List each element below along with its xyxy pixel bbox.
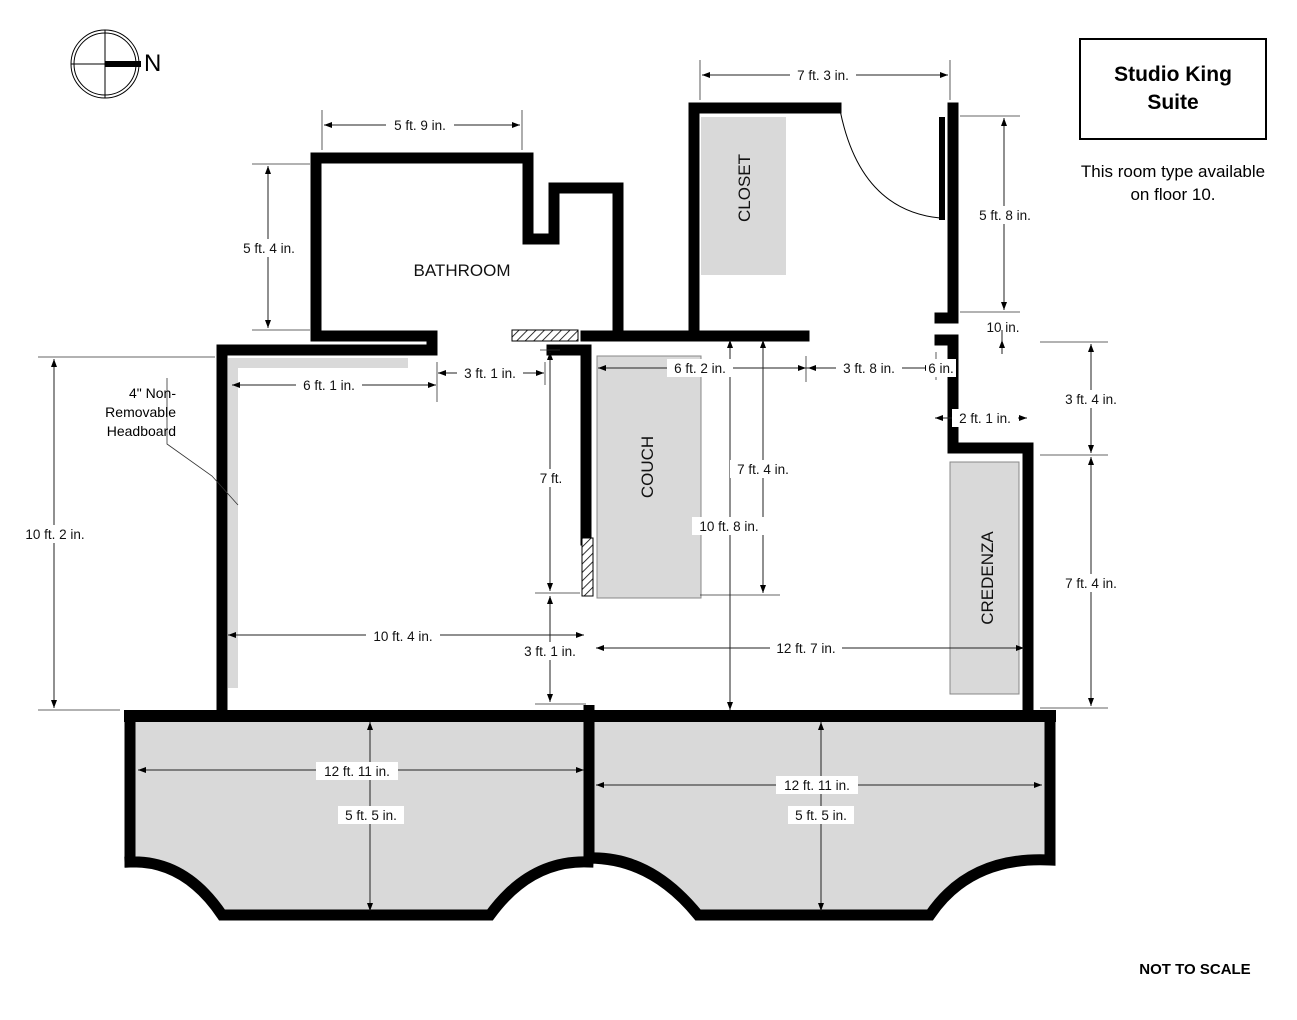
dimension-labels: 7 ft. 3 in. 5 ft. 9 in. 5 ft. 4 in. 5 ft…	[18, 66, 1124, 824]
dim-living-width: 12 ft. 7 in.	[776, 641, 835, 656]
headboard-note-line: 4" Non-	[129, 385, 176, 401]
dim-partition-height: 7 ft.	[540, 471, 563, 486]
dim-entry-height: 5 ft. 8 in.	[979, 208, 1031, 223]
dim-bathroom-width: 5 ft. 9 in.	[394, 118, 446, 133]
dim-closet-gap: 3 ft. 8 in.	[843, 361, 895, 376]
compass-icon	[70, 29, 141, 99]
dim-closet-width: 7 ft. 3 in.	[797, 68, 849, 83]
walls	[216, 102, 1034, 718]
dim-wall-jog: 10 in.	[986, 320, 1019, 335]
headboard-note-line: Removable	[105, 404, 176, 420]
partition-hatched-side	[581, 537, 594, 597]
dim-living-height: 10 ft. 8 in.	[699, 519, 758, 534]
dim-bath-gap: 3 ft. 1 in.	[464, 366, 516, 381]
headboard-note-line: Headboard	[106, 423, 176, 439]
dim-couch-height: 7 ft. 4 in.	[737, 462, 789, 477]
dim-bedroom-depth: 10 ft. 2 in.	[25, 527, 84, 542]
dim-bathroom-height: 5 ft. 4 in.	[243, 241, 295, 256]
partition-hatched-top	[511, 329, 579, 342]
not-to-scale-note: NOT TO SCALE	[1139, 961, 1251, 978]
dim-balcony-right-width: 12 ft. 11 in.	[784, 778, 850, 793]
dim-couch-width: 6 ft. 2 in.	[674, 361, 726, 376]
room-label-bathroom: BATHROOM	[414, 261, 511, 280]
dim-balcony-left-depth: 5 ft. 5 in.	[345, 808, 397, 823]
dim-opening-gap: 3 ft. 1 in.	[524, 644, 576, 659]
dim-balcony-right-depth: 5 ft. 5 in.	[795, 808, 847, 823]
dim-bedroom-width: 10 ft. 4 in.	[373, 629, 432, 644]
room-label-couch: COUCH	[638, 436, 657, 498]
dim-niche-width: 2 ft. 1 in.	[959, 411, 1011, 426]
couch	[596, 355, 702, 599]
dim-balcony-left-width: 12 ft. 11 in.	[324, 764, 390, 779]
availability-line-2: on floor 10.	[1130, 185, 1216, 204]
title-box: Studio King Suite	[1079, 38, 1267, 140]
closet	[701, 117, 786, 275]
headboard-note: 4" Non- Removable Headboard	[72, 384, 176, 441]
dim-niche-height: 3 ft. 4 in.	[1065, 392, 1117, 407]
availability-note: This room type available on floor 10.	[1050, 160, 1296, 206]
title-line-2: Suite	[1147, 91, 1199, 114]
credenza	[949, 461, 1020, 695]
title-line-1: Studio King	[1114, 63, 1232, 86]
north-label: N	[144, 50, 162, 77]
availability-line-1: This room type available	[1080, 162, 1266, 181]
dim-small-gap: 6 in.	[928, 361, 954, 376]
entry-door	[839, 109, 945, 220]
room-label-credenza: CREDENZA	[978, 531, 997, 625]
dim-credenza-height: 7 ft. 4 in.	[1065, 576, 1117, 591]
dim-headboard-span: 6 ft. 1 in.	[303, 378, 355, 393]
room-label-closet: CLOSET	[735, 154, 754, 222]
